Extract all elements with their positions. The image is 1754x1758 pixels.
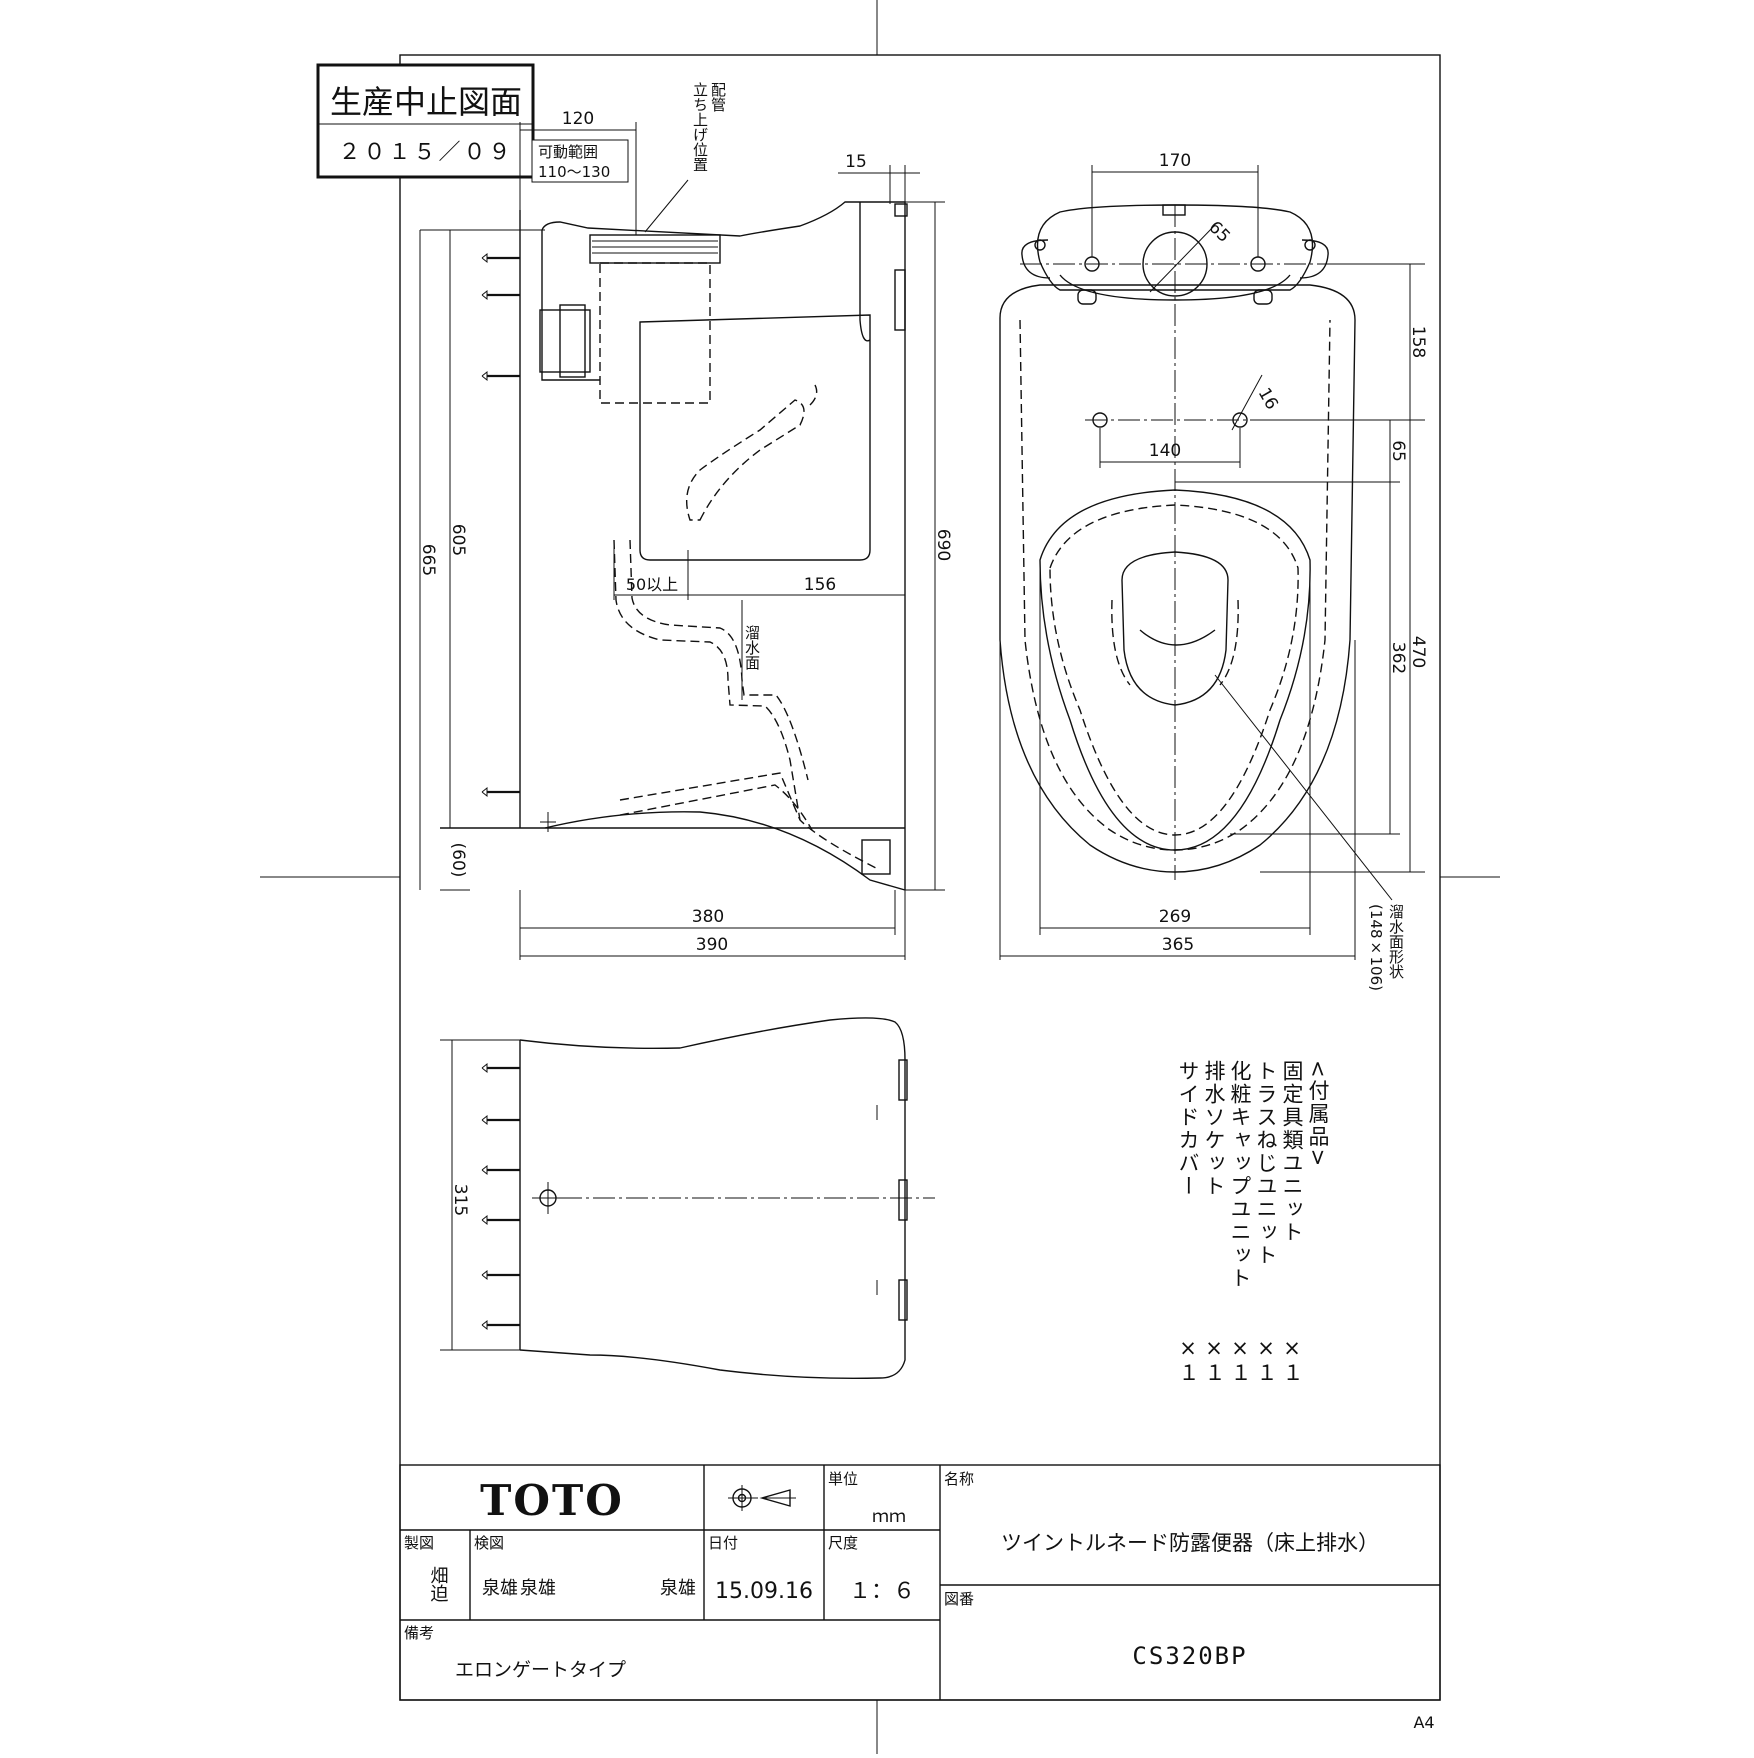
dim-362: 362 [1388, 642, 1408, 674]
dim-60: (60) [448, 843, 468, 878]
stamp-title: 生産中止図面 [330, 83, 522, 121]
dim-16: 16 [1254, 385, 1282, 414]
drawing-frame [399, 54, 1441, 1701]
date-label: 日付 [708, 1534, 738, 1552]
dim-605: 605 [448, 524, 468, 556]
rear-screws [481, 1062, 520, 1331]
rear-view [481, 1017, 935, 1380]
clearance-label: 50以上 [626, 575, 678, 594]
checker-2: 泉雄 [520, 1578, 556, 1599]
accessory-name-2: トラスねじユニット [1254, 1060, 1278, 1267]
discontinued-stamp: 生産中止図面 ２０１５／０９ [316, 63, 535, 179]
adjust-range-value: 110～130 [538, 163, 610, 181]
scale-label: 尺度 [828, 1534, 858, 1552]
dim-470: 470 [1408, 636, 1428, 668]
dim-65-diameter: 65 [1204, 217, 1233, 246]
drawn-by: 畑迫 [428, 1566, 449, 1602]
product-name: ツイントルネード防露便器（床上排水） [1001, 1531, 1379, 1555]
name-label: 名称 [944, 1470, 974, 1488]
dim-665: 665 [418, 544, 438, 576]
date-value: 15.09.16 [715, 1579, 813, 1604]
remarks-value: エロンゲートタイプ [455, 1659, 626, 1681]
accessory-name-5: サイドカバー [1176, 1060, 1200, 1198]
drawing-number-label: 図番 [944, 1590, 974, 1608]
top-view-dimensions: 170 65 16 140 158 65 362 470 269 365 [999, 151, 1428, 991]
dim-380: 380 [692, 907, 724, 927]
rear-view-dimensions: 315 [440, 1039, 520, 1351]
water-surface-label: 溜水面 [743, 625, 761, 670]
surface-shape-size: (148×106) [1367, 904, 1385, 991]
side-view [440, 201, 908, 891]
center-marks [260, 0, 1500, 1754]
dim-315: 315 [450, 1184, 470, 1216]
wall-screws [481, 252, 520, 798]
pipe-position-label-2: 立ち上げ位置 [691, 82, 709, 172]
remarks-label: 備考 [404, 1624, 434, 1642]
projection-symbol-icon [728, 1485, 796, 1511]
unit-label: 単位 [828, 1470, 858, 1488]
accessories-heading: <付属品> [1306, 1060, 1330, 1168]
adjust-range-label: 可動範囲 [538, 143, 598, 161]
scale-value: １：６ [849, 1579, 915, 1604]
surface-shape-label: 溜水面形状 [1387, 904, 1405, 979]
dim-269: 269 [1159, 907, 1191, 927]
pipe-position-label-1: 配管 [709, 82, 727, 112]
dim-365: 365 [1162, 935, 1194, 955]
accessory-qty-4: ×１ [1202, 1336, 1226, 1385]
accessories-list: <付属品> 固定具類ユニット トラスねじユニット 化粧キャップユニット 排水ソケ… [1176, 1060, 1330, 1385]
dim-690: 690 [933, 529, 953, 561]
dim-65-offset: 65 [1388, 440, 1408, 462]
accessory-qty-1: ×１ [1280, 1336, 1304, 1385]
drawing-number: CS320BP [1132, 1642, 1247, 1670]
dim-156: 156 [804, 575, 836, 595]
unit-value: ｍｍ [872, 1507, 906, 1527]
accessory-qty-5: ×１ [1176, 1336, 1200, 1385]
title-block: TOTO 単位 ｍｍ 名称 ツイントルネード防露便器（床上排水） 製図 畑迫 検… [399, 1464, 1441, 1701]
accessory-name-3: 化粧キャップユニット [1228, 1060, 1252, 1290]
dim-15: 15 [845, 152, 867, 172]
brand-logo: TOTO [480, 1476, 624, 1525]
accessory-qty-2: ×１ [1254, 1336, 1278, 1385]
dim-140: 140 [1149, 441, 1181, 461]
checked-label: 検図 [474, 1534, 504, 1552]
dim-120: 120 [562, 109, 594, 129]
paper-size: A4 [1413, 1713, 1434, 1732]
side-view-dimensions: 120 可動範囲 110～130 配管 立ち上げ位置 15 605 665 (6… [418, 82, 953, 960]
accessory-name-4: 排水ソケット [1202, 1060, 1226, 1198]
dim-158: 158 [1408, 326, 1428, 358]
checker-1: 泉雄 [482, 1578, 518, 1599]
checker-3: 泉雄 [660, 1578, 696, 1599]
dim-390: 390 [696, 935, 728, 955]
top-view [999, 204, 1420, 880]
accessory-name-1: 固定具類ユニット [1280, 1060, 1304, 1244]
stamp-date: ２０１５／０９ [338, 140, 513, 165]
accessory-qty-3: ×１ [1228, 1336, 1252, 1385]
dim-170: 170 [1159, 151, 1191, 171]
drawn-label: 製図 [404, 1534, 434, 1552]
